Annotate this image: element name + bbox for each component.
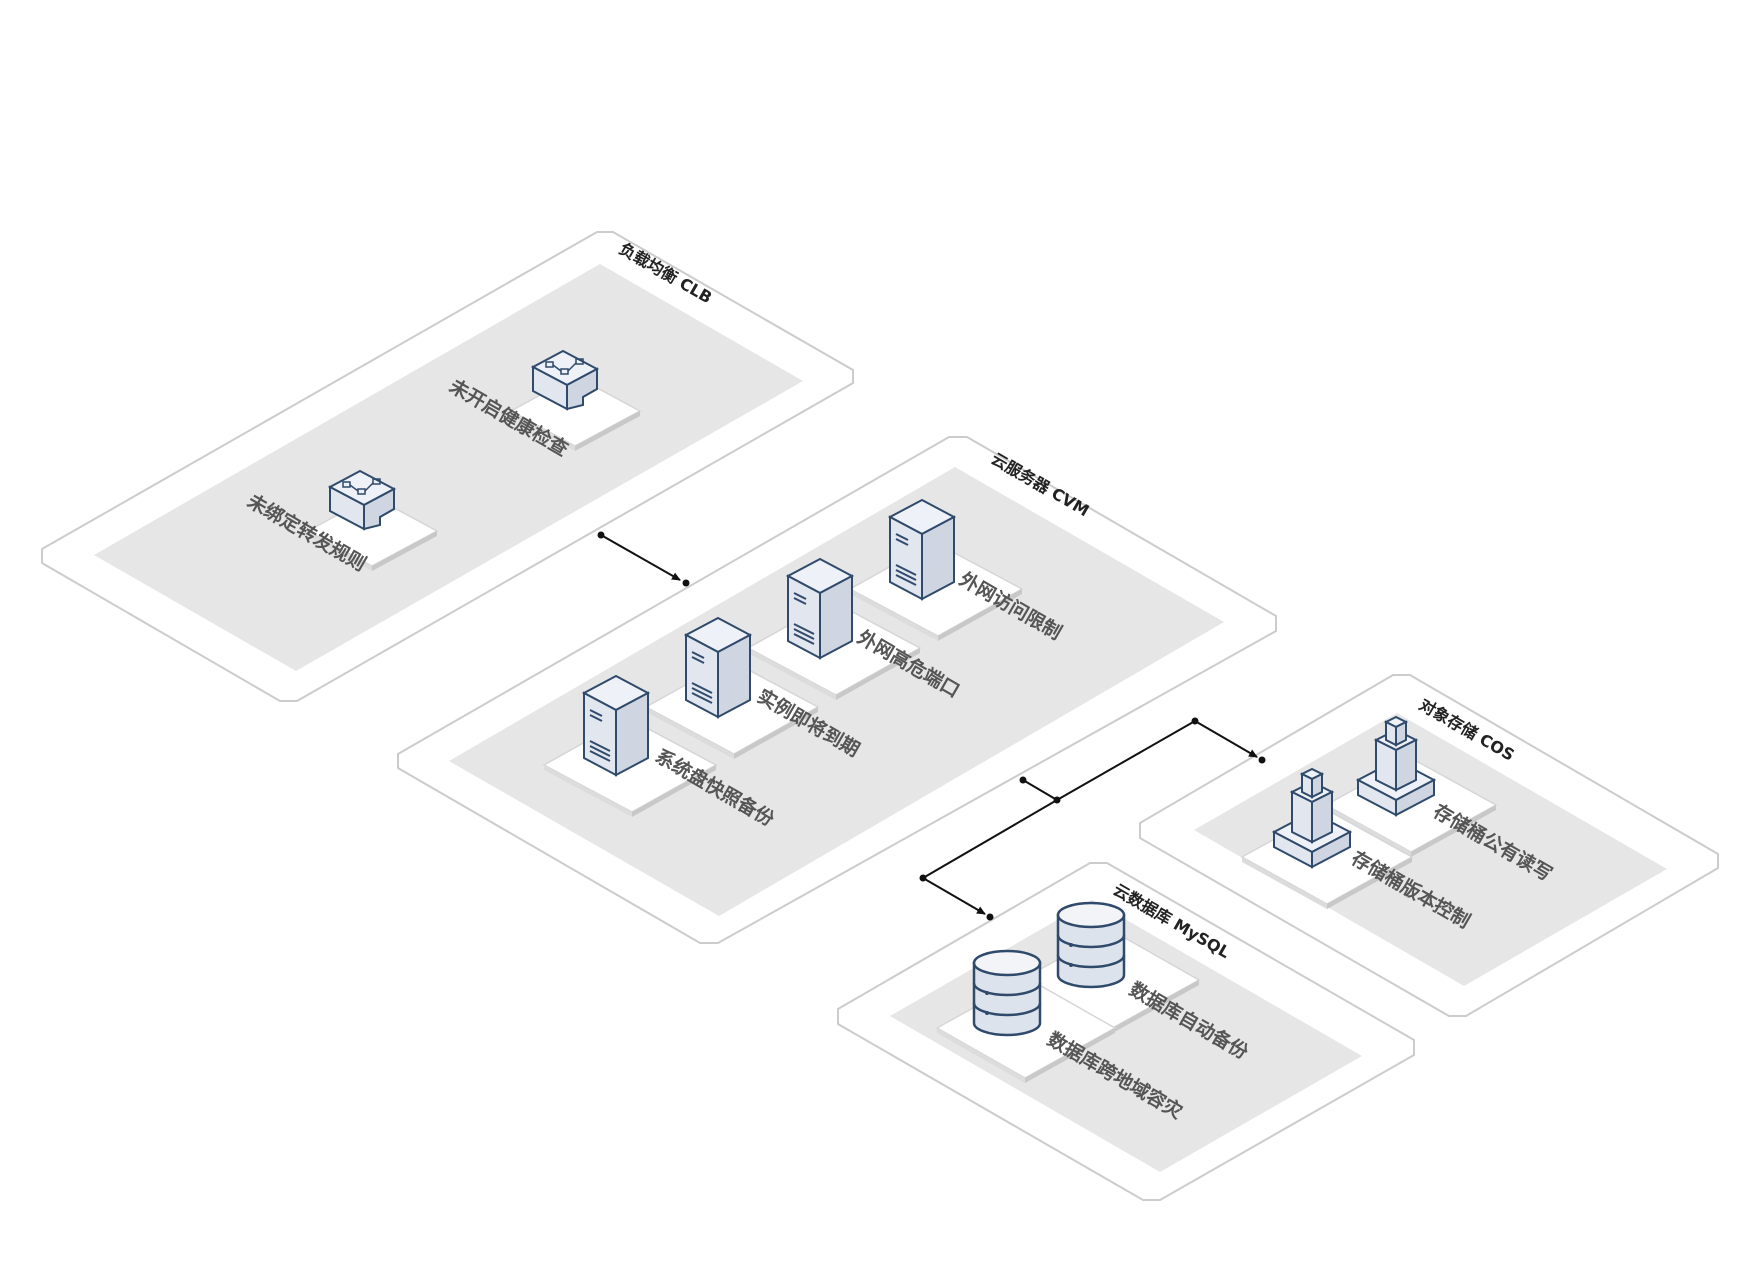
group-cvm: 云服务器 CVM 外网访问限制 外网高危端口 实例即将到期 系统盘快照备份 xyxy=(397,436,1277,944)
connector-clb-to-cvm xyxy=(597,531,690,587)
connectors xyxy=(597,531,1266,921)
connector-cvm-to-mysql xyxy=(919,799,1058,921)
group-cos: 对象存储 COS 存储桶公有读写 存储桶版本控制 xyxy=(1139,674,1719,1017)
group-mysql: 云数据库 MySQL 数据库自动备份 数据库跨地域容灾 xyxy=(837,862,1415,1201)
group-clb-area xyxy=(94,264,803,671)
